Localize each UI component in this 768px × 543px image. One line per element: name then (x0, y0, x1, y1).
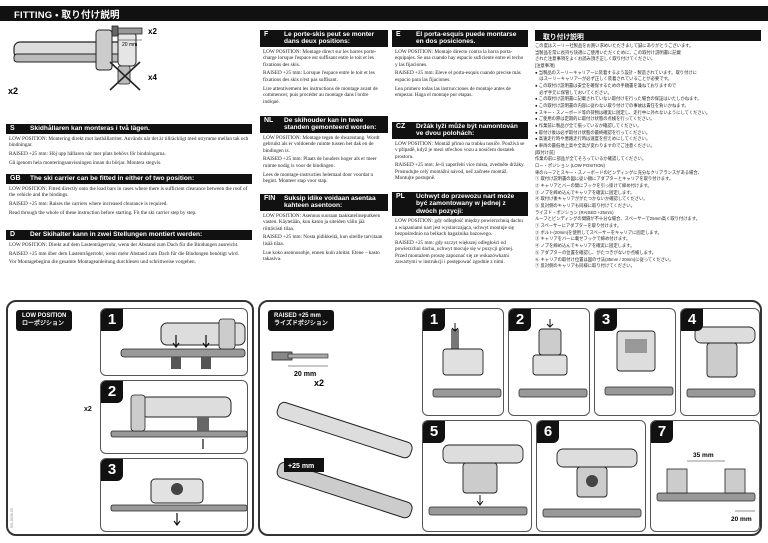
low-step-1: 1 (100, 308, 248, 376)
svg-text:x2: x2 (148, 27, 157, 36)
raised-step-2-illustration (518, 319, 588, 398)
japanese-line: ● この取付け説明書は安全を確保するための手順書を兼ねておりますので (535, 83, 677, 89)
japanese-line: 当製品を常に長持ち快適にご使用いただくために、この取付け説明書に記載 (535, 49, 681, 55)
raised-step-3-illustration (604, 330, 674, 396)
japanese-title: 取り付け説明 (535, 30, 761, 41)
svg-text:20 mm: 20 mm (731, 516, 752, 523)
japanese-line: 車のルーフとスキー・スノーボードのビンディングに充分なクリアランスがある場合、 (535, 169, 702, 175)
japanese-line: ① スペーサーにアダプターを取り付けます。 (535, 223, 622, 229)
japanese-line: ② ボルト(20mm)を使用してスペーサーをキャリアに固定します。 (535, 229, 662, 235)
japanese-line: ● この取付け説明書の内容に従わない取り付けでの事故は責任を負いかねます。 (535, 103, 689, 109)
raised-step-2: 2 (508, 308, 590, 416)
raised-step-6-illustration (542, 448, 642, 518)
japanese-line: ⑦ 反対側のキャリアも同様に取り付けてください。 (535, 263, 635, 269)
header-bar: FITTING • 取り付け説明 (0, 6, 768, 21)
japanese-line: ② キャリアとバーの間にフックを引っ掛けて締め付けます。 (535, 183, 652, 189)
japanese-line: 必ず手元に保管しておいてください。 (535, 89, 612, 95)
japanese-line: ● スキー・スノーボード等の荷物は確実に固定し、走行中に外れないようにしてくださ… (535, 109, 711, 115)
japanese-line: ● ご使用の際は定期的に取付け状態の点検を行ってください。 (535, 116, 655, 122)
japanese-line: ルーフとビンディングの間隔が不十分な場合、スペーサーで25mm高く取り付けます。 (535, 216, 700, 222)
japanese-line: この度はスーリー社製品をお買い求めいただきまして誠にありがとうございます。 (535, 43, 694, 48)
japanese-line: ③ キャリアをバーに載せフックで締め付けます。 (535, 236, 631, 242)
svg-text:20 mm: 20 mm (122, 42, 137, 48)
japanese-line: ⑥ キャリアの取付け位置は図の寸法(35mm / 20mm)に従ってください。 (535, 256, 674, 262)
raised-step-4: 4 (680, 308, 760, 416)
svg-text:+25 mm: +25 mm (288, 463, 314, 470)
raised-step-7: 7 35 mm 20 mm (650, 420, 760, 532)
japanese-line: ④ 取付け後キャリアががたつかないか確認してください。 (535, 196, 648, 202)
japanese-line: 作業の前に部品が全てそろっているか確認してください。 (535, 156, 647, 162)
raised-step-7-illustration: 35 mm 20 mm (656, 452, 756, 523)
japanese-line: ① 取付け説明書の図に従い順にアダプターとキャリアを取り付けます。 (535, 176, 674, 182)
raised-step-5-illustration (428, 444, 528, 516)
low-step-3: 3 (100, 458, 248, 532)
low-step-2: 2 (100, 380, 248, 454)
japanese-line: された注意事項をよくお読み頂き正しく取り付けてください。 (535, 56, 656, 62)
svg-text:x2: x2 (314, 378, 324, 388)
japanese-line: [注意事項] (535, 63, 555, 69)
raised-step-1-illustration (432, 323, 502, 398)
raised-position-badge: RAISED +25 mm ライズドポジション (268, 310, 334, 331)
carrier-qty: x2 (8, 86, 18, 96)
japanese-line: ⑤ 反対側のキャリアも同様に取り付けてください。 (535, 203, 635, 209)
raised-hero-illustration: 20 mm x2 +25 mm (271, 351, 413, 519)
hero-illustration: x2 20 mm x2 x4 (8, 25, 157, 96)
low-step-2-illustration (110, 394, 247, 449)
crossed-parts-icon: x4 (109, 61, 157, 91)
japanese-line: ● 高速走行時や悪路走行時は速度を控えめにしてください。 (535, 136, 651, 142)
japanese-line: ⑤ アダプターの位置を確認し、がたつきがないか点検します。 (535, 249, 657, 255)
low-position-badge: LOW POSITION ローポジション (16, 310, 73, 331)
japanese-line: ライズド・ポジション (RAISED +25mm) (535, 209, 614, 215)
low-step-3-illustration (110, 478, 247, 526)
svg-text:x4: x4 (148, 73, 157, 82)
japanese-line: ④ ノブを締め込んでキャリアを確実に固定します。 (535, 243, 635, 249)
japanese-line: ● 取付け後は必ず取付け状態の最終確認を行ってください。 (535, 129, 651, 135)
svg-text:20 mm: 20 mm (294, 371, 316, 378)
carrier-illustration: x2 (8, 29, 137, 96)
svg-text:35 mm: 35 mm (693, 452, 714, 459)
japanese-line: ロー・ポジション (LOW POSITION) (535, 163, 605, 169)
japanese-line: はスーリーキャリアーが必ず正しく装着されていることが必要です。 (535, 76, 672, 82)
panel-raised-position: RAISED +25 mm ライズドポジション 20 mm x2 +25 mm … (258, 300, 762, 536)
japanese-line: ● この取付け説明書に記載されていない取付けを行った場合の保証はいたしかねます。 (535, 96, 702, 102)
japanese-text: この度はスーリー社製品をお買い求めいただきまして誠にありがとうございます。当製品… (535, 43, 761, 270)
low-step-1-illustration (120, 318, 246, 369)
japanese-line: ③ ノブを締め込んでキャリアを確実に固定します。 (535, 189, 635, 195)
japanese-line: ● 車両の最低地上高や全高が変わりますのでご注意ください。 (535, 143, 655, 149)
raised-step-5: 5 (422, 420, 532, 532)
raised-step-4-illustration (686, 326, 756, 398)
screw-illustration: 20 mm x2 (111, 25, 157, 48)
raised-step-3: 3 (594, 308, 676, 416)
panel-low-position: LOW POSITION ローポジション 1 2 x2 3 (6, 300, 254, 536)
footer-code: 501-8036-05 (10, 508, 14, 528)
raised-step-1: 1 (422, 308, 504, 416)
japanese-line: [取付け前] (535, 149, 555, 155)
low-carrier-qty: x2 (84, 406, 92, 413)
japanese-line: ● 作業前に製品が全て揃っているか確認してください。 (535, 123, 642, 129)
raised-step-6: 6 (536, 420, 646, 532)
japanese-line: ● 当製品のスーリーキャリアーに装着するよう設計・製造されています。取り付けに (535, 69, 697, 75)
page-title: FITTING • 取り付け説明 (14, 10, 120, 21)
